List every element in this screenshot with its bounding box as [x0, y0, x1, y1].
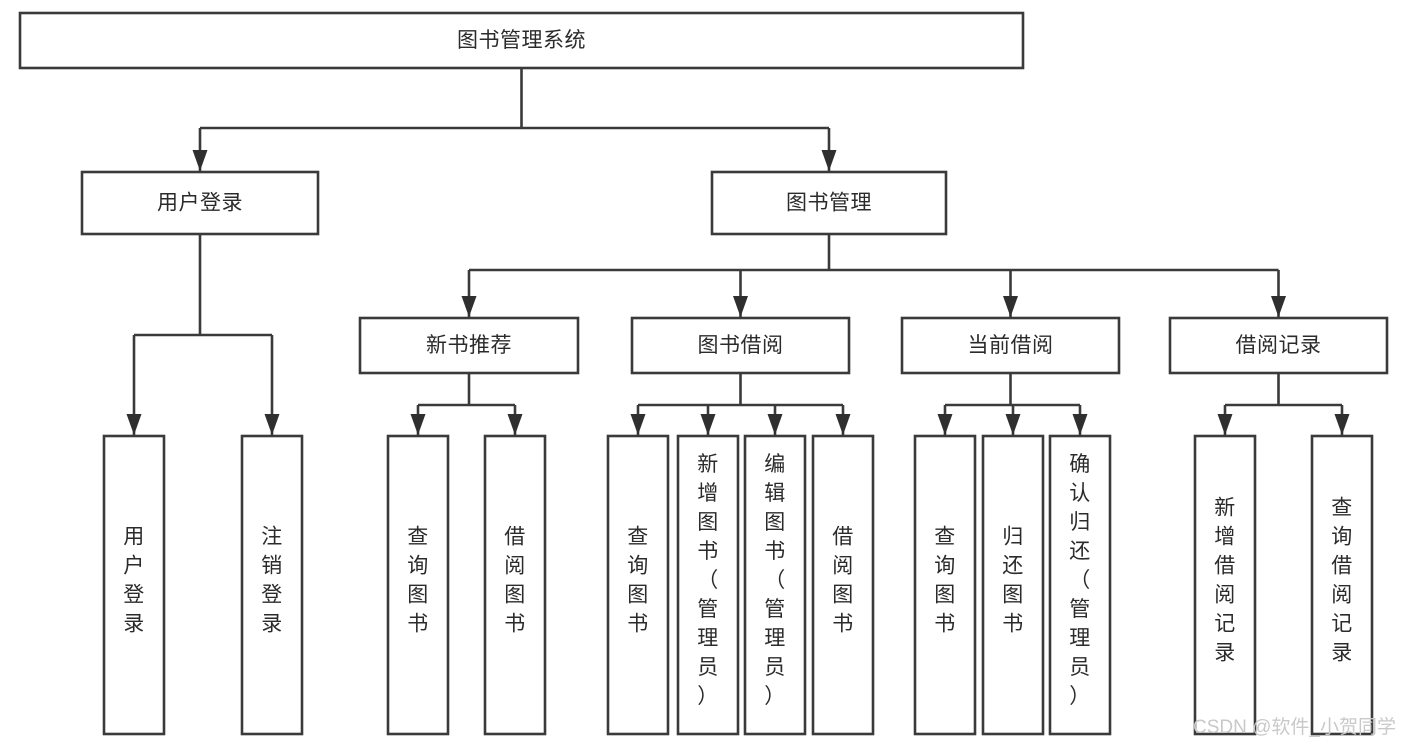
- node-leaf-confirm-return[interactable]: 确认归还（管理员）: [1048, 434, 1112, 736]
- node-box-new-book-recommend[interactable]: [358, 316, 580, 375]
- node-box-leaf-user-login[interactable]: [102, 434, 166, 736]
- node-label-leaf-edit-book: 编辑图书（管理员）: [764, 453, 786, 708]
- node-label-leaf-confirm-return: 确认归还（管理员）: [1069, 453, 1091, 708]
- node-leaf-return-book[interactable]: 归还图书: [981, 434, 1045, 736]
- node-label-leaf-user-login: 用户登录: [123, 526, 145, 636]
- node-box-current-borrow[interactable]: [900, 316, 1121, 375]
- node-label-leaf-add-book: 新增图书（管理员）: [697, 453, 719, 708]
- node-box-leaf-borrow-book-2[interactable]: [811, 434, 875, 736]
- node-box-root[interactable]: [18, 11, 1025, 70]
- node-label-borrow-record: 借阅记录: [1236, 334, 1322, 357]
- node-leaf-borrow-book-2[interactable]: 借阅图书: [811, 434, 875, 736]
- watermark-label: CSDN @软件_小贺同学: [1193, 716, 1396, 738]
- node-leaf-user-login[interactable]: 用户登录: [102, 434, 166, 736]
- node-box-user-login[interactable]: [80, 170, 320, 236]
- node-label-book-manage: 图书管理: [786, 192, 872, 215]
- arrow-head-icon: [126, 414, 142, 435]
- node-label-leaf-query-book-2: 查询图书: [627, 526, 649, 636]
- arrow-head-icon: [821, 150, 837, 171]
- node-label-leaf-query-book-1: 查询图书: [407, 526, 429, 636]
- node-label-new-book-recommend: 新书推荐: [426, 334, 512, 357]
- node-box-leaf-query-book-2[interactable]: [606, 434, 670, 736]
- node-box-leaf-user-logout[interactable]: [240, 434, 304, 736]
- node-book-manage[interactable]: 图书管理: [710, 170, 948, 236]
- node-box-leaf-add-book[interactable]: [676, 434, 740, 736]
- node-box-leaf-query-book-1[interactable]: [386, 434, 450, 736]
- node-label-leaf-query-record: 查询借阅记录: [1331, 497, 1353, 665]
- node-box-leaf-query-record[interactable]: [1310, 434, 1374, 736]
- node-label-leaf-borrow-book-1: 借阅图书: [504, 526, 526, 636]
- node-leaf-borrow-book-1[interactable]: 借阅图书: [483, 434, 547, 736]
- node-label-leaf-borrow-book-2: 借阅图书: [832, 526, 854, 636]
- node-label-book-borrow: 图书借阅: [698, 334, 784, 357]
- nodes-layer: 图书管理系统用户登录图书管理新书推荐图书借阅当前借阅借阅记录用户登录注销登录查询…: [18, 11, 1389, 736]
- node-leaf-query-book-2[interactable]: 查询图书: [606, 434, 670, 736]
- node-label-root: 图书管理系统: [457, 29, 586, 52]
- node-leaf-add-book[interactable]: 新增图书（管理员）: [676, 434, 740, 736]
- arrow-head-icon: [630, 414, 646, 435]
- node-leaf-add-record[interactable]: 新增借阅记录: [1193, 434, 1257, 736]
- node-box-leaf-edit-book[interactable]: [743, 434, 807, 736]
- arrow-head-icon: [192, 150, 208, 171]
- node-label-leaf-query-book-3: 查询图书: [934, 526, 956, 636]
- node-current-borrow[interactable]: 当前借阅: [900, 316, 1121, 375]
- node-label-current-borrow: 当前借阅: [968, 334, 1054, 357]
- node-box-leaf-borrow-book-1[interactable]: [483, 434, 547, 736]
- node-leaf-edit-book[interactable]: 编辑图书（管理员）: [743, 434, 807, 736]
- node-leaf-query-book-1[interactable]: 查询图书: [386, 434, 450, 736]
- node-box-book-manage[interactable]: [710, 170, 948, 236]
- arrow-head-icon: [507, 414, 523, 435]
- node-root[interactable]: 图书管理系统: [18, 11, 1025, 70]
- arrow-head-icon: [937, 414, 953, 435]
- node-leaf-query-book-3[interactable]: 查询图书: [913, 434, 977, 736]
- node-borrow-record[interactable]: 借阅记录: [1168, 316, 1389, 375]
- arrow-head-icon: [767, 414, 783, 435]
- node-label-user-login: 用户登录: [157, 192, 243, 215]
- arrow-head-icon: [410, 414, 426, 435]
- node-label-leaf-add-record: 新增借阅记录: [1214, 497, 1236, 665]
- node-user-login[interactable]: 用户登录: [80, 170, 320, 236]
- connectors-layer: [126, 68, 1350, 435]
- arrow-head-icon: [461, 296, 477, 317]
- node-leaf-user-logout[interactable]: 注销登录: [240, 434, 304, 736]
- arrow-head-icon: [264, 414, 280, 435]
- node-box-leaf-add-record[interactable]: [1193, 434, 1257, 736]
- arrow-head-icon: [700, 414, 716, 435]
- arrow-head-icon: [1217, 414, 1233, 435]
- node-box-borrow-record[interactable]: [1168, 316, 1389, 375]
- node-box-book-borrow[interactable]: [630, 316, 851, 375]
- node-label-leaf-user-logout: 注销登录: [261, 526, 283, 636]
- arrow-head-icon: [1005, 414, 1021, 435]
- node-book-borrow[interactable]: 图书借阅: [630, 316, 851, 375]
- node-leaf-query-record[interactable]: 查询借阅记录: [1310, 434, 1374, 736]
- node-label-leaf-return-book: 归还图书: [1002, 526, 1024, 636]
- node-new-book-recommend[interactable]: 新书推荐: [358, 316, 580, 375]
- node-box-leaf-return-book[interactable]: [981, 434, 1045, 736]
- arrow-head-icon: [1334, 414, 1350, 435]
- arrow-head-icon: [1003, 296, 1018, 317]
- arrow-head-icon: [1072, 414, 1088, 435]
- node-box-leaf-confirm-return[interactable]: [1048, 434, 1112, 736]
- arrow-head-icon: [733, 296, 748, 317]
- node-box-leaf-query-book-3[interactable]: [913, 434, 977, 736]
- arrow-head-icon: [835, 414, 851, 435]
- arrow-head-icon: [1271, 296, 1286, 317]
